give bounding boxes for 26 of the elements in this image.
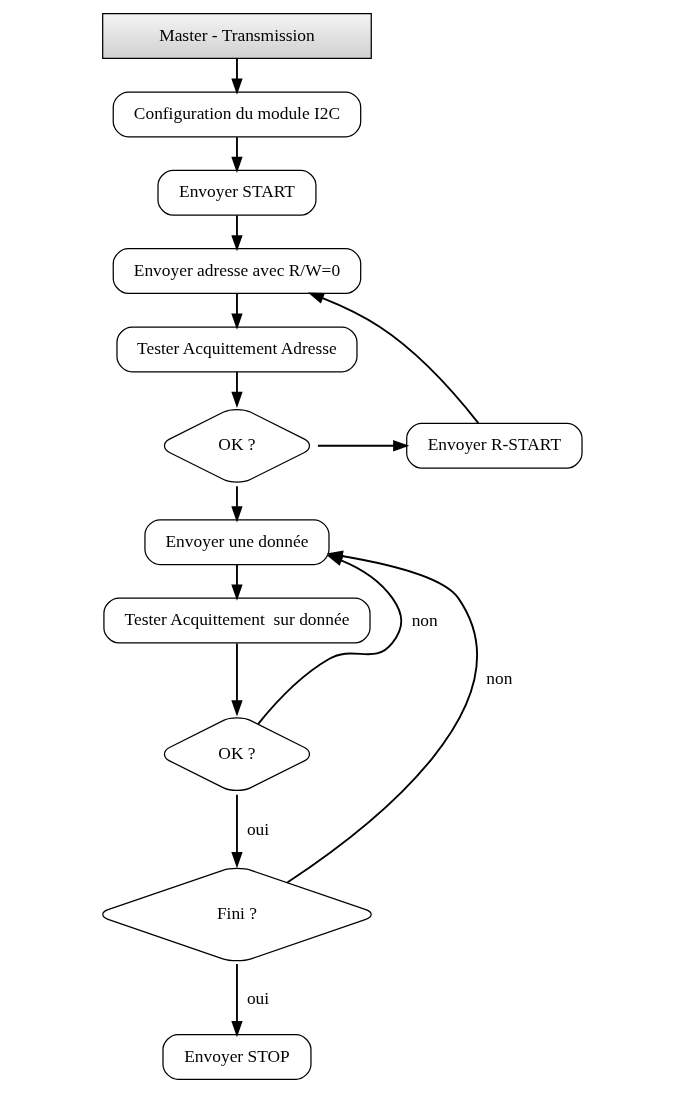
edge-label: oui: [246, 988, 270, 1009]
arrow: [231, 793, 243, 869]
arrow: [231, 57, 243, 95]
node-box: Configuration du module I2C: [112, 91, 362, 138]
edge-label: non: [411, 609, 438, 630]
arrow: [231, 963, 243, 1038]
arrow: [231, 214, 243, 252]
arrow: [231, 642, 243, 717]
node-box: Master - Transmission: [102, 13, 372, 60]
edge-label: oui: [246, 819, 270, 840]
node-box: Tester Acquittement Adresse: [116, 326, 358, 373]
node-box: Envoyer adresse avec R/W=0: [112, 248, 362, 295]
arrow: [231, 564, 243, 601]
node-box: Envoyer une donnée: [144, 519, 330, 566]
arrow: [286, 550, 478, 884]
arrow: [231, 136, 243, 173]
arrow: [231, 371, 243, 409]
node-box: Envoyer STOP: [162, 1033, 312, 1080]
node-box: Tester Acquittement sur donnée: [103, 597, 371, 644]
node-box: Envoyer START: [157, 169, 317, 216]
arrow: [231, 485, 243, 523]
arrow: [307, 292, 480, 425]
arrow: [231, 292, 243, 330]
edge-label: non: [486, 667, 513, 688]
node-box: Envoyer R-START: [406, 422, 583, 469]
arrow: [316, 440, 410, 452]
